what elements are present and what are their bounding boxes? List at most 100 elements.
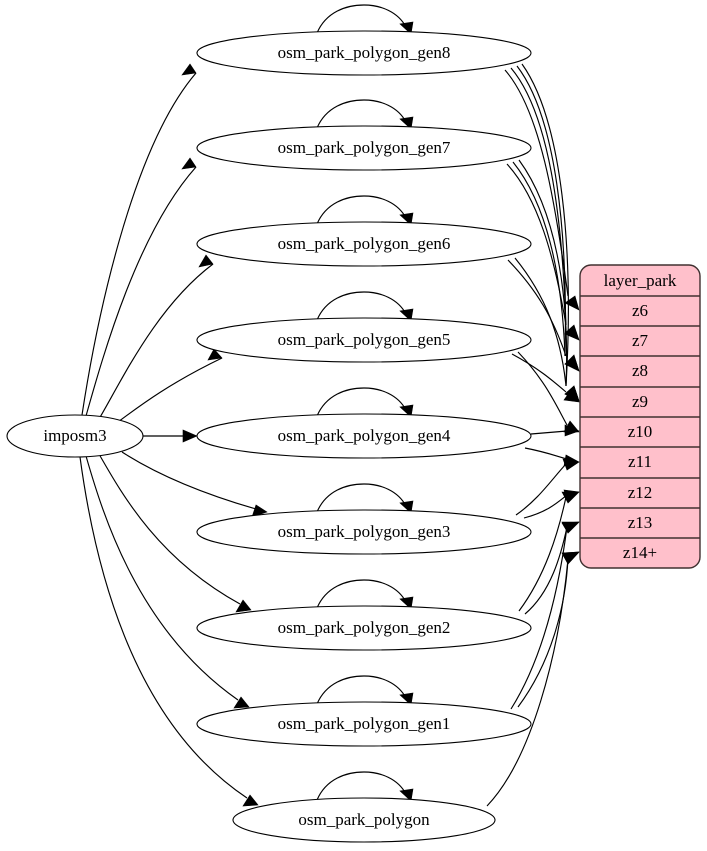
arrow-self-loop-base	[399, 788, 414, 802]
node-gen5-shape[interactable]	[196, 317, 532, 363]
arrow-self-loop-gen2	[399, 596, 414, 610]
layer-park-row-z8[interactable]: z8	[632, 361, 648, 380]
self-loop-gen6	[316, 195, 407, 225]
arrow-self-loop-gen1	[399, 692, 414, 706]
node-gen3-label: osm_park_polygon_gen3	[278, 522, 451, 541]
arrow-imposm3-to-gen8	[181, 63, 197, 76]
edge-gen6-to-z9	[514, 257, 567, 387]
layer-park-row-z11[interactable]: z11	[628, 452, 652, 471]
node-base-shape[interactable]	[232, 797, 496, 843]
node-osm_park_polygon_gen8[interactable]: osm_park_polygon_gen8	[196, 30, 532, 76]
edge-imposm3-to-gen3	[121, 451, 257, 510]
arrow-self-loop-gen4	[399, 404, 414, 418]
edge-gen5-to-z10	[517, 351, 568, 426]
arrow-gen7-to-z7	[564, 324, 580, 341]
arrow-gen5-to-z9	[563, 389, 580, 403]
self-loop-gen4	[316, 387, 407, 417]
arrow-gen1-to-z13	[561, 521, 580, 534]
self-loop-gen3	[316, 483, 407, 513]
edge-gen2-to-z13	[524, 526, 568, 615]
edge-gen7-to-z9	[518, 159, 568, 387]
edge-gen4-to-z10	[530, 430, 568, 435]
node-osm_park_polygon_gen2[interactable]: osm_park_polygon_gen2	[196, 605, 532, 651]
node-osm_park_polygon_gen4[interactable]: osm_park_polygon_gen4	[196, 413, 532, 459]
edge-gen7-to-z8	[512, 161, 566, 357]
node-osm_park_polygon_gen3[interactable]: osm_park_polygon_gen3	[196, 509, 532, 555]
arrow-base-to-z14plus	[561, 551, 580, 565]
edge-imposm3-to-gen8	[81, 72, 197, 416]
arrow-gen2-to-z12	[561, 491, 580, 504]
node-gen2-label: osm_park_polygon_gen2	[278, 618, 451, 637]
self-loop-edges	[316, 4, 414, 802]
edge-gen3-to-z11	[515, 463, 567, 516]
edge-imposm3-to-gen5	[117, 357, 223, 423]
node-gen4-label: osm_park_polygon_gen4	[278, 426, 451, 445]
node-gen6-label: osm_park_polygon_gen6	[278, 234, 451, 253]
node-gen1-shape[interactable]	[196, 701, 532, 747]
layer-park-header-label: layer_park	[604, 271, 677, 290]
layer-park-row-z9[interactable]: z9	[632, 392, 648, 411]
edge-gen8-to-z6	[504, 69, 569, 297]
edge-imposm3-to-gen2	[98, 453, 241, 605]
node-gen7-shape[interactable]	[196, 125, 532, 171]
layer-park-row-z14plus[interactable]: z14+	[623, 543, 657, 562]
edges-from-imposm3	[79, 63, 268, 807]
arrow-gen6-to-z8	[564, 354, 580, 372]
arrow-self-loop-gen5	[399, 308, 414, 322]
node-osm_park_polygon_gen7[interactable]: osm_park_polygon_gen7	[196, 125, 532, 171]
self-loop-base	[316, 771, 407, 801]
arrow-gen4-to-z10	[564, 424, 580, 437]
edge-gen8-to-z7	[510, 67, 567, 326]
edge-gen7-to-z7	[506, 163, 567, 326]
node-gen8-shape[interactable]	[196, 30, 532, 76]
edge-gen1-to-z13	[510, 526, 568, 710]
layer-park-row-z7[interactable]: z7	[632, 331, 649, 350]
arrow-imposm3-to-gen4	[182, 429, 198, 443]
self-loop-gen7	[316, 99, 407, 129]
node-osm_park_polygon_gen6[interactable]: osm_park_polygon_gen6	[196, 221, 532, 267]
self-loop-gen8	[316, 4, 407, 34]
node-imposm3-shape[interactable]	[6, 414, 144, 458]
layer-park-row-z13[interactable]: z13	[628, 513, 653, 532]
layer-park-row-z12[interactable]: z12	[628, 483, 653, 502]
edge-imposm3-to-gen6	[98, 263, 214, 420]
node-gen4-shape[interactable]	[196, 413, 532, 459]
node-osm_park_polygon[interactable]: osm_park_polygon	[232, 797, 496, 843]
layer-park-table[interactable]: layer_park z6 z7 z8 z9 z10 z11 z12 z13 z…	[579, 264, 701, 569]
edge-base-to-z14plus	[486, 558, 569, 807]
node-imposm3-label: imposm3	[43, 426, 106, 445]
arrow-imposm3-to-gen6	[198, 254, 214, 268]
arrow-imposm3-to-gen7	[181, 157, 197, 170]
layer-park-row-z10[interactable]: z10	[628, 422, 653, 441]
node-gen1-label: osm_park_polygon_gen1	[278, 714, 451, 733]
layer-park-row-z6[interactable]: z6	[632, 301, 648, 320]
arrow-imposm3-to-base	[242, 794, 259, 807]
arrow-self-loop-gen3	[399, 500, 414, 514]
arrow-imposm3-to-gen2	[235, 599, 252, 613]
arrow-self-loop-gen7	[399, 116, 414, 130]
arrow-imposm3-to-gen1	[233, 696, 250, 709]
arrow-gen3-to-z11	[562, 458, 580, 471]
edges-to-layer-park	[486, 63, 580, 807]
edge-gen3-to-z12	[523, 494, 568, 519]
edge-gen2-to-z12	[518, 496, 567, 612]
edge-gen5-to-z9	[511, 353, 567, 393]
arrow-self-loop-gen6	[399, 212, 414, 226]
node-gen2-shape[interactable]	[196, 605, 532, 651]
node-gen7-label: osm_park_polygon_gen7	[278, 138, 451, 157]
arrow-self-loop-gen8	[399, 21, 414, 35]
node-base-label: osm_park_polygon	[298, 810, 430, 829]
node-gen6-shape[interactable]	[196, 221, 532, 267]
self-loop-gen5	[316, 291, 407, 321]
arrow-imposm3-to-gen5	[207, 348, 223, 361]
edge-imposm3-to-gen1	[85, 455, 239, 701]
node-gen3-shape[interactable]	[196, 509, 532, 555]
node-imposm3[interactable]: imposm3	[6, 414, 144, 458]
edge-gen6-to-z8	[507, 259, 567, 357]
node-gen5-label: osm_park_polygon_gen5	[278, 330, 451, 349]
self-loop-gen2	[316, 579, 407, 609]
edge-imposm3-to-gen7	[85, 166, 197, 417]
self-loop-gen1	[316, 675, 407, 705]
node-osm_park_polygon_gen1[interactable]: osm_park_polygon_gen1	[196, 701, 532, 747]
node-osm_park_polygon_gen5[interactable]: osm_park_polygon_gen5	[196, 317, 532, 363]
